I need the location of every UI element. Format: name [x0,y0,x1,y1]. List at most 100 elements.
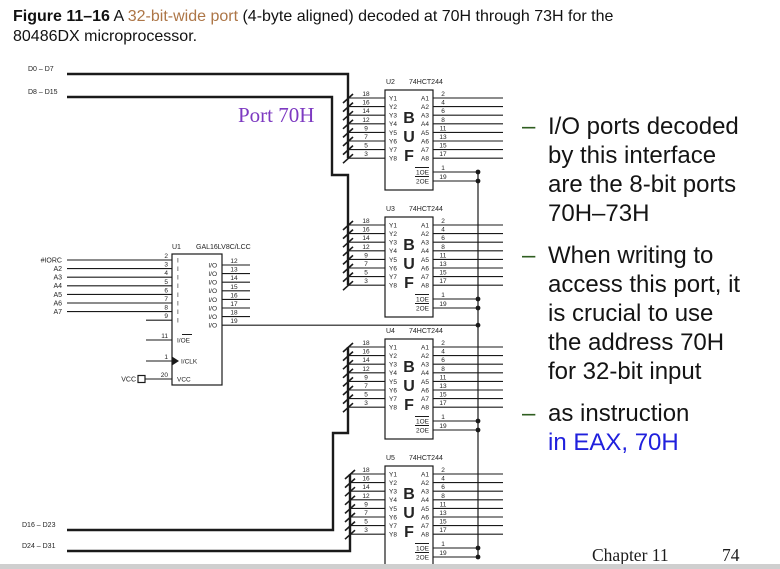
pin-label: A7 [421,396,429,403]
pin-number: 7 [364,261,368,268]
pin-number: 2 [441,218,445,225]
pin-number: 4 [441,476,445,483]
slide-bottom-edge [0,564,780,569]
pin-label: I [177,283,179,290]
oe-pin-label: 2OE [416,178,430,185]
caption-line2: 80486DX microprocessor. [13,27,198,45]
pin-label: I/O [208,323,217,330]
pin-number: 14 [362,235,370,242]
pin-label: Y8 [389,283,397,290]
pin-label: Y3 [389,362,397,369]
bullet-line: as instruction [548,400,690,427]
pin-number: 18 [362,91,370,98]
bullet-line: are the 8-bit ports [548,171,737,198]
pin-number: 19 [230,318,238,325]
vcc-terminal-square [137,374,146,384]
signal-label: A5 [53,292,62,299]
bus-label-d16-d23: D16 – D23 [22,522,56,529]
pin-number: 9 [364,374,368,381]
oe-pin-label: 2OE [416,554,430,561]
bus-label-d8-d15: D8 – D15 [28,89,58,96]
bullet-line: 70H–73H [548,200,650,227]
pin-number: 7 [364,383,368,390]
net-label: VCC [121,376,136,383]
pin-number: 9 [364,125,368,132]
pin-label: Y2 [389,480,397,487]
buf-letter: B [403,110,415,127]
pin-label: A3 [421,489,429,496]
pin-label: A1 [421,471,429,478]
pin-label: A8 [421,283,429,290]
pin-number: 9 [164,313,168,320]
pin-label: I [177,309,179,316]
pin-number: 11 [440,125,447,132]
pin-number: 12 [362,117,370,124]
chip-ref: U2 [386,79,395,86]
pin-label: Y1 [389,95,397,102]
pin-label: Y2 [389,353,397,360]
bus-tap-slash [342,153,354,164]
pin-number: 16 [362,349,370,356]
pin-label: A4 [421,248,429,255]
pin-number: 13 [230,267,238,274]
pin-number: 8 [441,493,445,500]
chip-part: 74HCT244 [409,455,443,462]
pin-number: 3 [364,527,368,534]
pin-number: 6 [164,287,168,294]
pin-number: 16 [362,227,370,234]
pin-number: 18 [230,310,238,317]
bullet-dash: – [522,113,536,140]
pin-number: 5 [364,392,368,399]
pin-number: 2 [441,340,445,347]
pin-number: 4 [441,100,445,107]
pin-label: Y7 [389,147,397,154]
pin-number: 2 [164,253,168,260]
signal-label: A4 [53,283,62,290]
pin-number: 6 [441,235,445,242]
buf-letter: F [404,148,414,165]
pin-number: 12 [362,493,370,500]
pin-number: 9 [364,501,368,508]
pin-label: Y6 [389,138,397,145]
pin-number: 19 [439,550,447,557]
pin-label: Y3 [389,113,397,120]
pin-number: 16 [362,100,370,107]
pin-label: I/O [208,271,217,278]
chip-body-u3 [384,216,434,318]
bullet-line: is crucial to use [548,300,714,327]
pin-number: 13 [439,510,447,517]
pin-number: 12 [362,244,370,251]
pin-number: 13 [439,134,447,141]
pin-label: A2 [421,231,429,238]
pin-number: 6 [441,484,445,491]
pin-number: 17 [230,301,238,308]
oe-pin-label: 1OE [416,418,430,425]
pin-label: I/CLK [181,358,198,365]
pin-label: Y2 [389,231,397,238]
buf-letter: B [403,359,415,376]
pin-number: 16 [362,476,370,483]
chip-body-u4 [384,338,434,440]
pin-label: I [177,300,179,307]
pin-number: 4 [441,227,445,234]
pin-number: 3 [364,278,368,285]
pin-number: 19 [439,174,447,181]
pin-label: A8 [421,532,429,539]
pin-label: I/O [208,297,217,304]
pin-label: Y3 [389,489,397,496]
bus-line-d24-d31 [67,474,352,553]
pin-number: 14 [362,357,370,364]
pin-number: 14 [230,275,238,282]
pin-label: Y7 [389,274,397,281]
pin-number: 15 [439,270,447,277]
pin-label: Y7 [389,523,397,530]
oe-pin-label: 1OE [416,545,430,552]
pin-label: A3 [421,240,429,247]
pin-label: A2 [421,104,429,111]
oe-pin-label: 2OE [416,427,430,434]
